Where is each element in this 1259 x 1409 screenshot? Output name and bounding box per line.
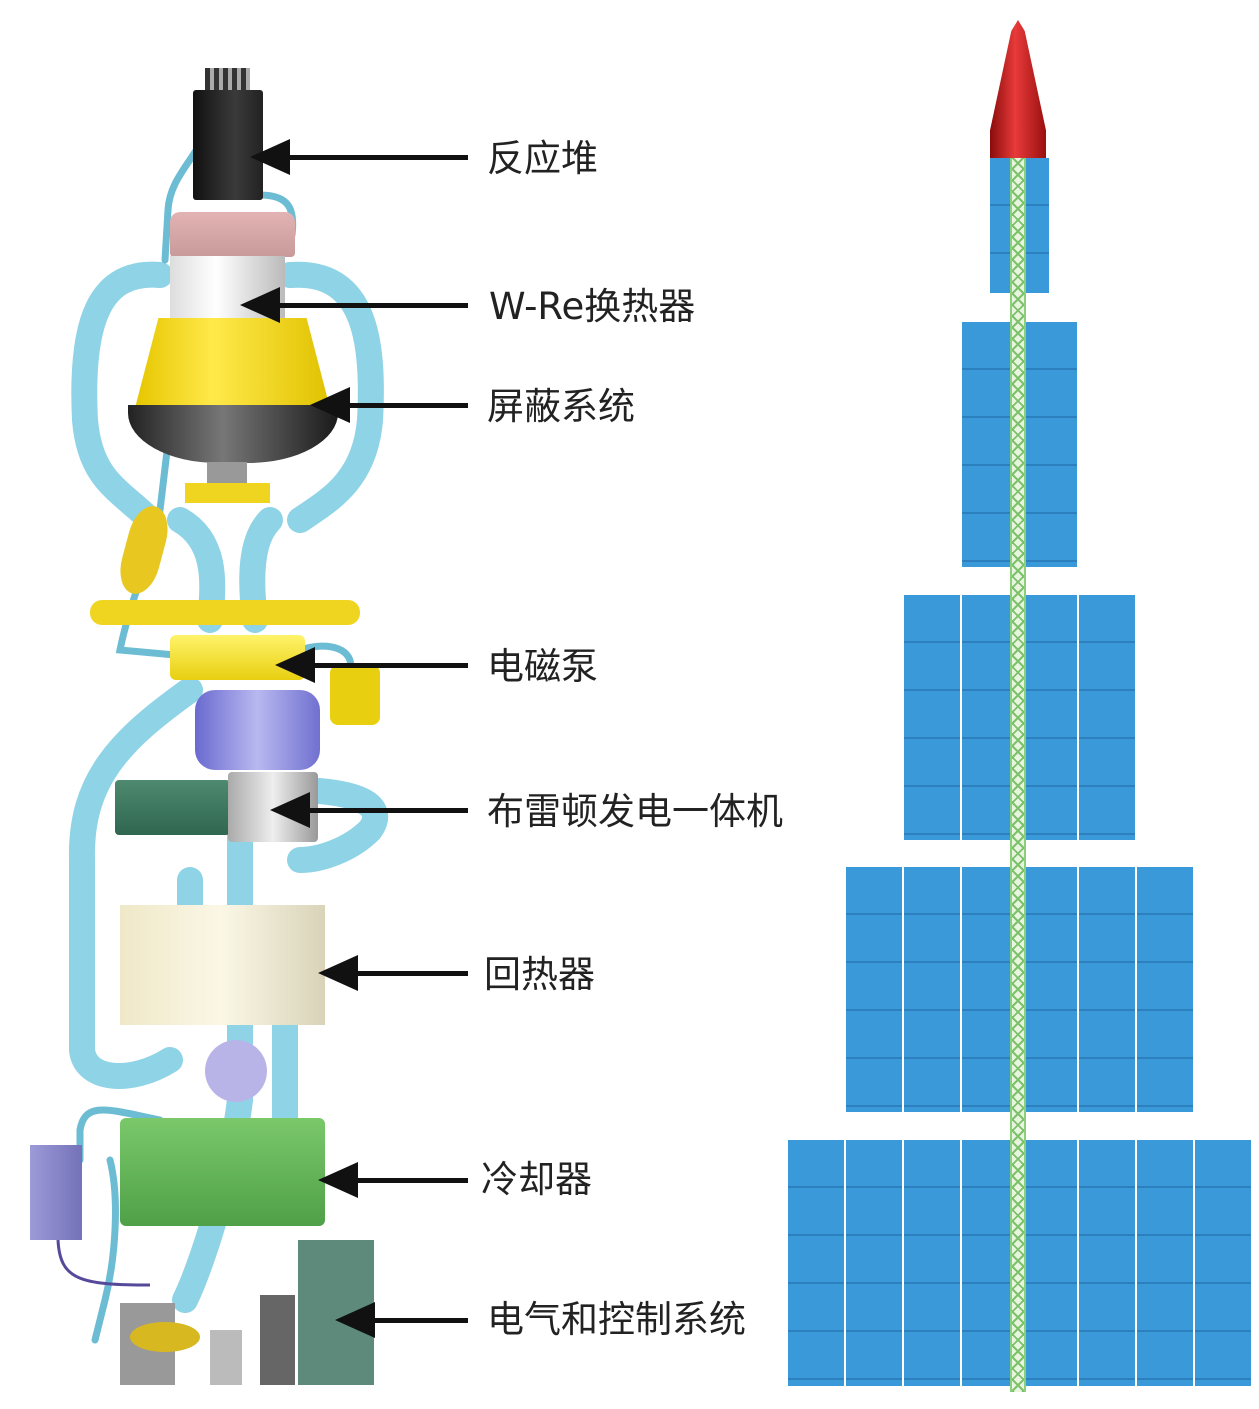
radiator-panel — [844, 867, 902, 1112]
radiator-panel — [960, 1140, 1018, 1386]
deployable-truss — [1010, 158, 1026, 1392]
shield-base — [185, 483, 270, 503]
valve — [130, 1322, 200, 1352]
label-em-pump: 电磁泵 — [487, 645, 598, 688]
base-strut — [210, 1330, 242, 1385]
duct-joint — [205, 1040, 267, 1102]
radiator-panel — [844, 1140, 902, 1386]
radiator-panel — [1020, 1140, 1077, 1386]
label-electrical: 电气和控制系统 — [487, 1298, 746, 1341]
cooler-arrow — [318, 1162, 468, 1198]
em-pump-arrow — [275, 647, 468, 683]
brayton-arrow — [270, 792, 468, 828]
radiator-panel — [902, 595, 960, 840]
reactor-arrow — [250, 139, 468, 175]
radiator-panel — [1077, 595, 1135, 840]
label-heat-exchanger: W-Re换热器 — [489, 285, 696, 328]
radiator-panel — [1020, 322, 1077, 567]
recuperator-arrow — [318, 955, 468, 991]
reactor-control-drums — [205, 68, 250, 93]
brayton-generator — [115, 780, 230, 835]
label-shield: 屏蔽系统 — [487, 385, 635, 428]
label-reactor: 反应堆 — [487, 137, 598, 180]
radiator-panel — [1135, 867, 1193, 1112]
compressor-housing — [195, 690, 320, 770]
radiator-panel — [960, 867, 1018, 1112]
electrical-frame — [260, 1295, 295, 1385]
label-recuperator: 回热器 — [484, 953, 595, 996]
radiator-panel — [786, 1140, 844, 1386]
recuperator-body — [120, 905, 325, 1025]
radiator-panel — [902, 1140, 960, 1386]
shield-upper-yellow — [135, 318, 330, 408]
cooler-body — [120, 1118, 325, 1226]
radiator-panel — [1077, 1140, 1135, 1386]
label-cooler: 冷却器 — [481, 1158, 592, 1201]
radiator-panel — [1020, 867, 1077, 1112]
electrical-arrow — [335, 1302, 468, 1338]
radiator-panel — [1135, 1140, 1193, 1386]
radiator-panel — [960, 595, 1018, 840]
shield-support — [207, 462, 247, 484]
radiator-panel — [1193, 1140, 1251, 1386]
gas-bottle — [30, 1145, 82, 1240]
nose-cone — [990, 20, 1046, 158]
radiator-panel — [902, 867, 960, 1112]
pump-tank — [330, 665, 380, 725]
reactor-flange — [170, 212, 295, 257]
shield-arrow — [310, 387, 468, 423]
radiator-panel — [960, 322, 1018, 567]
label-brayton: 布雷顿发电一体机 — [487, 790, 783, 833]
pump-mount-plate — [90, 600, 360, 625]
heat-exchanger-arrow — [240, 287, 468, 323]
radiator-panel — [1020, 595, 1077, 840]
radiator-panel — [1077, 867, 1135, 1112]
